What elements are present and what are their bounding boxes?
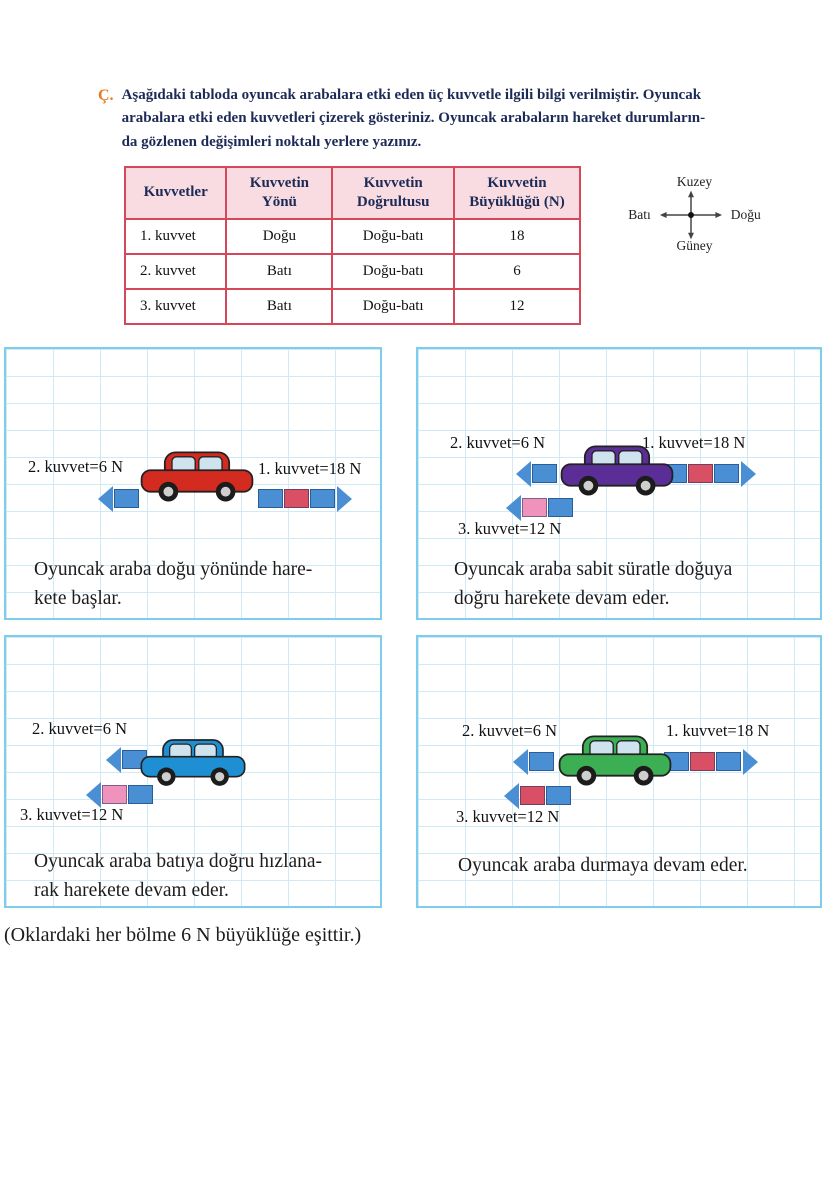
toy-car-green bbox=[558, 735, 672, 786]
compass: Kuzey Batı Doğu Güney bbox=[609, 174, 780, 254]
force2-label: 2. kuvvet=6 N bbox=[462, 720, 558, 740]
toy-car-blue bbox=[140, 738, 246, 786]
panel-caption: Oyuncak araba doğu yönünde hare- kete ba… bbox=[34, 558, 313, 609]
cell-line: Doğu-batı bbox=[331, 252, 455, 290]
table-row: 2. kuvvet Batı Doğu-batı 6 bbox=[123, 252, 582, 290]
force1-arrow bbox=[664, 748, 758, 775]
table-header-row: Kuvvetler Kuvvetin Yönü Kuvvetin Doğrult… bbox=[123, 165, 582, 220]
cell-force-name: 1. kuvvet bbox=[123, 217, 228, 255]
cell-magnitude: 12 bbox=[452, 287, 582, 325]
panel-caption: Oyuncak araba durmaya devam eder. bbox=[458, 854, 748, 876]
force3-arrow bbox=[506, 494, 574, 521]
toy-car-red bbox=[140, 451, 254, 502]
panel-2: 2. kuvvet=6 N 1. kuvvet=18 N 3. kuvvet=1… bbox=[416, 346, 822, 620]
header-kuvvetler: Kuvvetler bbox=[123, 165, 228, 220]
force2-label: 2. kuvvet=6 N bbox=[28, 456, 124, 476]
panels-grid: 2. kuvvet=6 N 1. kuvvet=18 N Oyuncak ara… bbox=[4, 346, 831, 908]
compass-south-label: Güney bbox=[676, 237, 713, 253]
force3-label: 3. kuvvet=12 N bbox=[20, 804, 124, 824]
force2-label: 2. kuvvet=6 N bbox=[450, 432, 546, 452]
table-row: 3. kuvvet Batı Doğu-batı 12 bbox=[123, 287, 582, 325]
cell-line: Doğu-batı bbox=[331, 217, 455, 255]
compass-north-label: Kuzey bbox=[676, 173, 713, 189]
panel-1: 2. kuvvet=6 N 1. kuvvet=18 N Oyuncak ara… bbox=[4, 346, 382, 620]
compass-east-label: Doğu bbox=[730, 206, 761, 222]
force3-label: 3. kuvvet=12 N bbox=[458, 518, 562, 538]
force2-arrow bbox=[513, 748, 555, 775]
forces-table: Kuvvetler Kuvvetin Yönü Kuvvetin Doğrult… bbox=[123, 165, 582, 325]
question-label: Ç. bbox=[98, 87, 114, 104]
compass-west-label: Batı bbox=[628, 206, 651, 222]
force3-label: 3. kuvvet=12 N bbox=[456, 806, 560, 826]
panel-caption: Oyuncak araba batıya doğru hızlana- rak … bbox=[34, 850, 323, 901]
header-buyuklugu: Kuvvetin Büyüklüğü (N) bbox=[452, 165, 582, 220]
footnote: (Oklardaki her bölme 6 N büyüklüğe eşitt… bbox=[4, 923, 362, 946]
cell-force-name: 2. kuvvet bbox=[123, 252, 228, 290]
cell-line: Doğu-batı bbox=[331, 287, 455, 325]
cell-direction: Doğu bbox=[225, 217, 334, 255]
cell-magnitude: 6 bbox=[452, 252, 582, 290]
cell-force-name: 3. kuvvet bbox=[123, 287, 228, 325]
force1-label: 1. kuvvet=18 N bbox=[258, 458, 362, 478]
force2-arrow bbox=[98, 485, 140, 512]
force3-arrow bbox=[504, 782, 572, 809]
force2-arrow bbox=[516, 460, 558, 487]
force3-arrow bbox=[86, 781, 154, 808]
panel-4: 2. kuvvet=6 N 1. kuvvet=18 N 3. kuvvet=1… bbox=[416, 634, 822, 908]
force1-label: 1. kuvvet=18 N bbox=[666, 720, 770, 740]
question: Ç. Aşağıdaki tabloda oyuncak arabalara e… bbox=[98, 84, 758, 154]
compass-cross-icon bbox=[659, 190, 722, 240]
toy-car-purple bbox=[560, 445, 674, 496]
force2-label: 2. kuvvet=6 N bbox=[32, 718, 128, 738]
force1-arrow bbox=[662, 460, 756, 487]
cell-direction: Batı bbox=[225, 287, 334, 325]
cell-magnitude: 18 bbox=[452, 217, 582, 255]
question-text: Aşağıdaki tabloda oyuncak arabalara etki… bbox=[121, 87, 706, 150]
header-dogrultusu: Kuvvetin Doğrultusu bbox=[331, 165, 455, 220]
force1-label: 1. kuvvet=18 N bbox=[642, 432, 746, 452]
header-yonu: Kuvvetin Yönü bbox=[225, 165, 334, 220]
table-row: 1. kuvvet Doğu Doğu-batı 18 bbox=[123, 217, 582, 255]
force1-arrow bbox=[258, 485, 352, 512]
cell-direction: Batı bbox=[225, 252, 334, 290]
panel-caption: Oyuncak araba sabit süratle doğuya doğru… bbox=[454, 558, 733, 609]
table-and-compass: Kuvvetler Kuvvetin Yönü Kuvvetin Doğrult… bbox=[123, 165, 780, 325]
top-section: Ç. Aşağıdaki tabloda oyuncak arabalara e… bbox=[0, 0, 780, 325]
panel-3: 2. kuvvet=6 N 3. kuvvet=12 N Oyuncak ara… bbox=[4, 634, 382, 908]
